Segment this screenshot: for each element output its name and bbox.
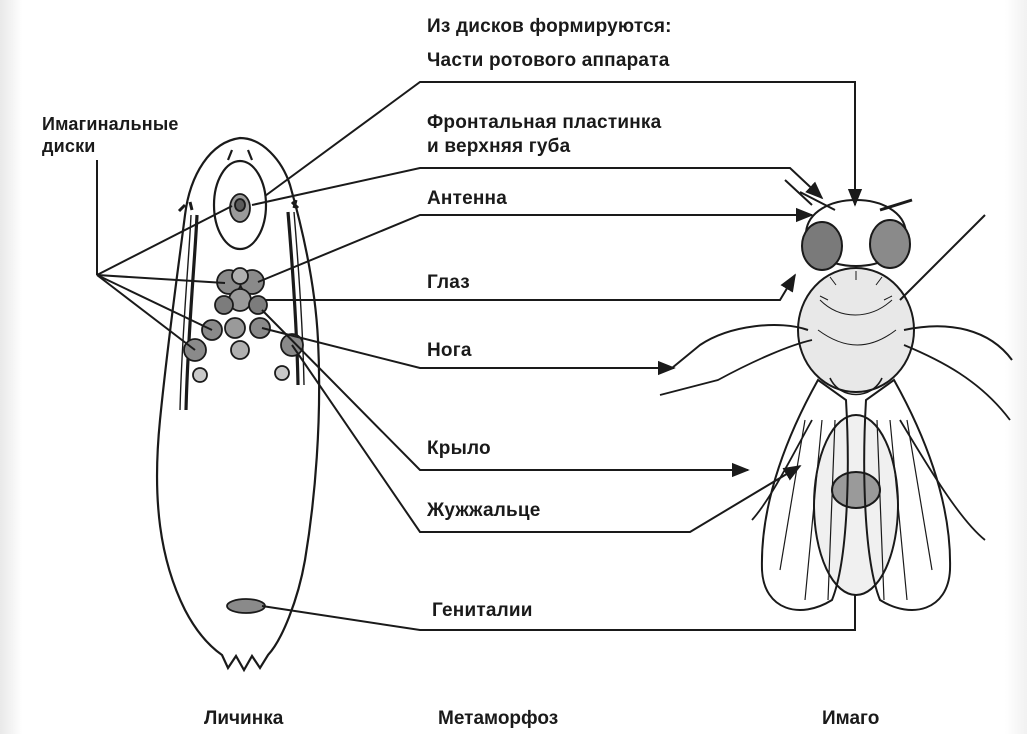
- leader-lines: [97, 82, 855, 630]
- leader-eye: [265, 275, 795, 300]
- label-eye: Глаз: [427, 272, 470, 294]
- label-wing: Крыло: [427, 438, 491, 460]
- label-frontal-plate-1: Фронтальная пластинка: [427, 112, 661, 134]
- label-frontal-plate-2: и верхняя губа: [427, 136, 570, 158]
- heading-discs-form: Из дисков формируются:: [427, 16, 672, 38]
- imago-leg-right-hind: [900, 215, 985, 300]
- imago-drawing: [660, 180, 1012, 610]
- label-genitalia: Гениталии: [432, 600, 533, 622]
- imago-right-eye: [870, 220, 910, 268]
- imago-thorax: [798, 268, 914, 392]
- leader-haltere: [292, 345, 800, 532]
- imago-left-eye: [802, 222, 842, 270]
- label-antenna: Антенна: [427, 188, 507, 210]
- label-leg: Нога: [427, 340, 472, 362]
- leader-frontal-plate: [252, 168, 822, 205]
- label-haltere: Жужжальце: [427, 500, 541, 522]
- leader-wing: [262, 310, 748, 470]
- leader-antenna: [258, 215, 812, 282]
- caption-larva: Личинка: [204, 708, 283, 730]
- caption-metamorphosis: Метаморфоз: [438, 708, 558, 730]
- label-imaginal-discs-1: Имагинальные: [42, 114, 179, 135]
- imago-leg-right-front: [904, 326, 1012, 360]
- caption-imago: Имаго: [822, 708, 879, 730]
- label-mouthparts: Части ротового аппарата: [427, 50, 669, 72]
- larva-genital-disc: [227, 599, 265, 613]
- label-imaginal-discs-2: диски: [42, 136, 96, 157]
